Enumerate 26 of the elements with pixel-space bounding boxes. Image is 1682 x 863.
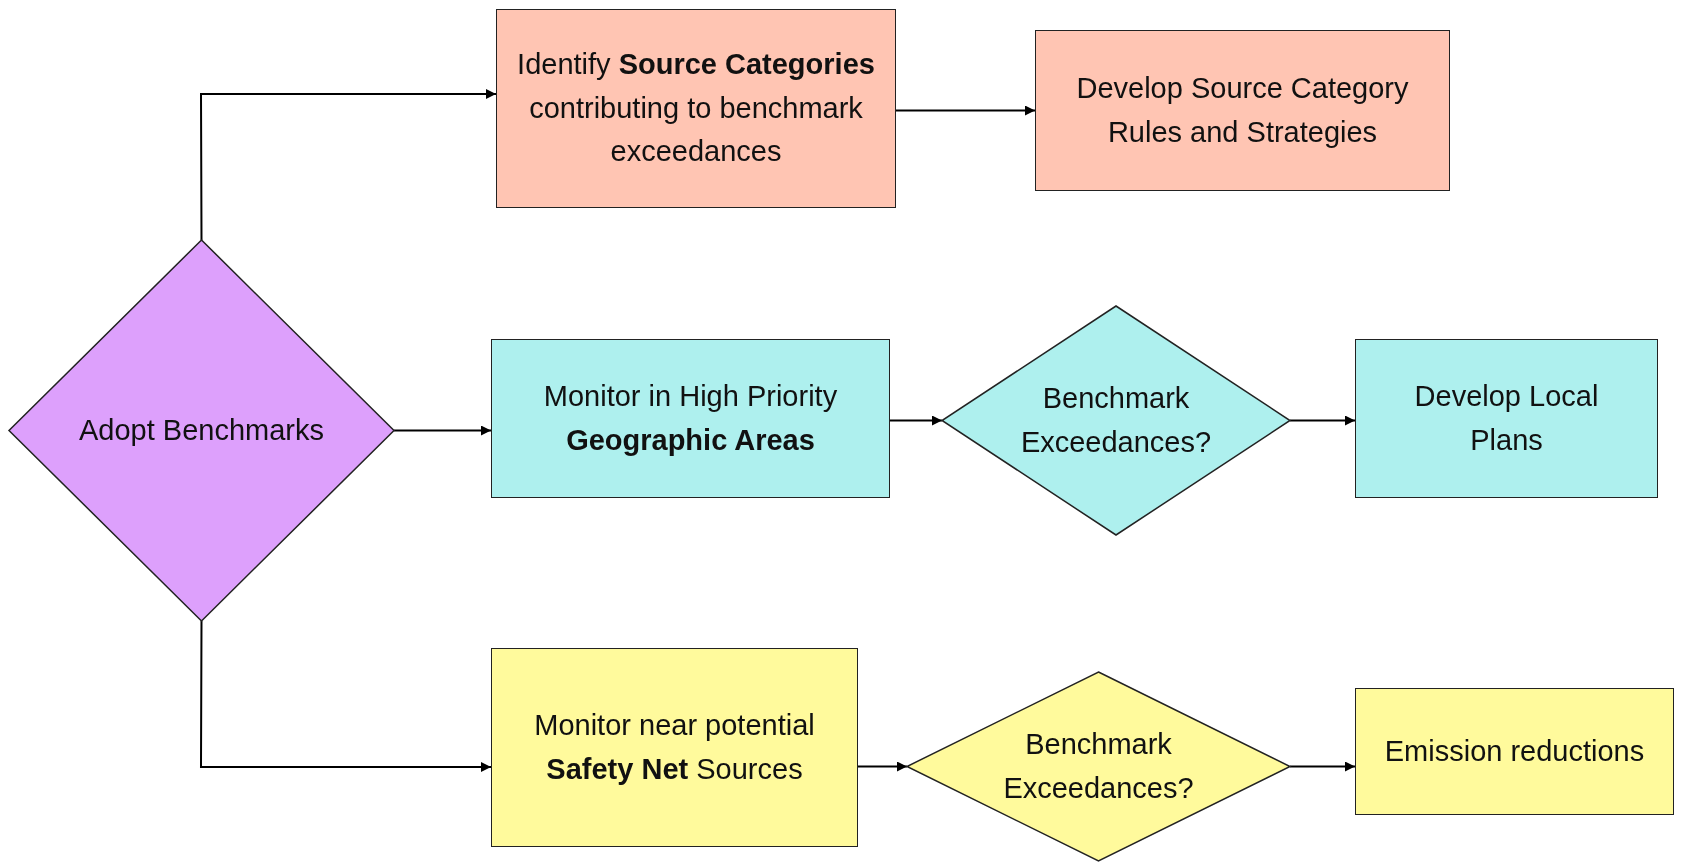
arrow xyxy=(393,425,492,436)
decision-diamond xyxy=(9,240,394,621)
node-label: Adopt Benchmarks xyxy=(79,412,324,448)
decision-diamond xyxy=(942,306,1290,535)
arrow xyxy=(857,761,908,772)
process-box xyxy=(1355,688,1674,815)
arrow xyxy=(889,415,943,426)
arrow xyxy=(1289,761,1356,772)
process-box xyxy=(491,339,890,498)
node-label: Develop Source Category Rules and Strategies xyxy=(1075,71,1410,150)
node-label: Benchmark Exceedances? xyxy=(1002,727,1195,806)
process-box xyxy=(1355,339,1658,498)
arrow xyxy=(895,105,1036,116)
process-box xyxy=(491,648,858,847)
process-box xyxy=(496,9,896,208)
process-box xyxy=(1035,30,1450,191)
node-label: Benchmark Exceedances? xyxy=(1019,381,1213,460)
decision-diamond xyxy=(907,672,1290,861)
arrow xyxy=(200,89,497,241)
node-label: Identify Source Categories contributing to benchmark exceedances xyxy=(516,47,876,170)
node-label: Emission reductions xyxy=(1384,733,1645,769)
node-label: Monitor in High Priority Geographic Areas xyxy=(542,379,839,458)
arrow xyxy=(1289,415,1356,426)
node-label: Develop Local Plans xyxy=(1413,379,1600,458)
arrow xyxy=(200,620,492,772)
node-label: Monitor near potential Safety Net Sources xyxy=(533,708,816,787)
